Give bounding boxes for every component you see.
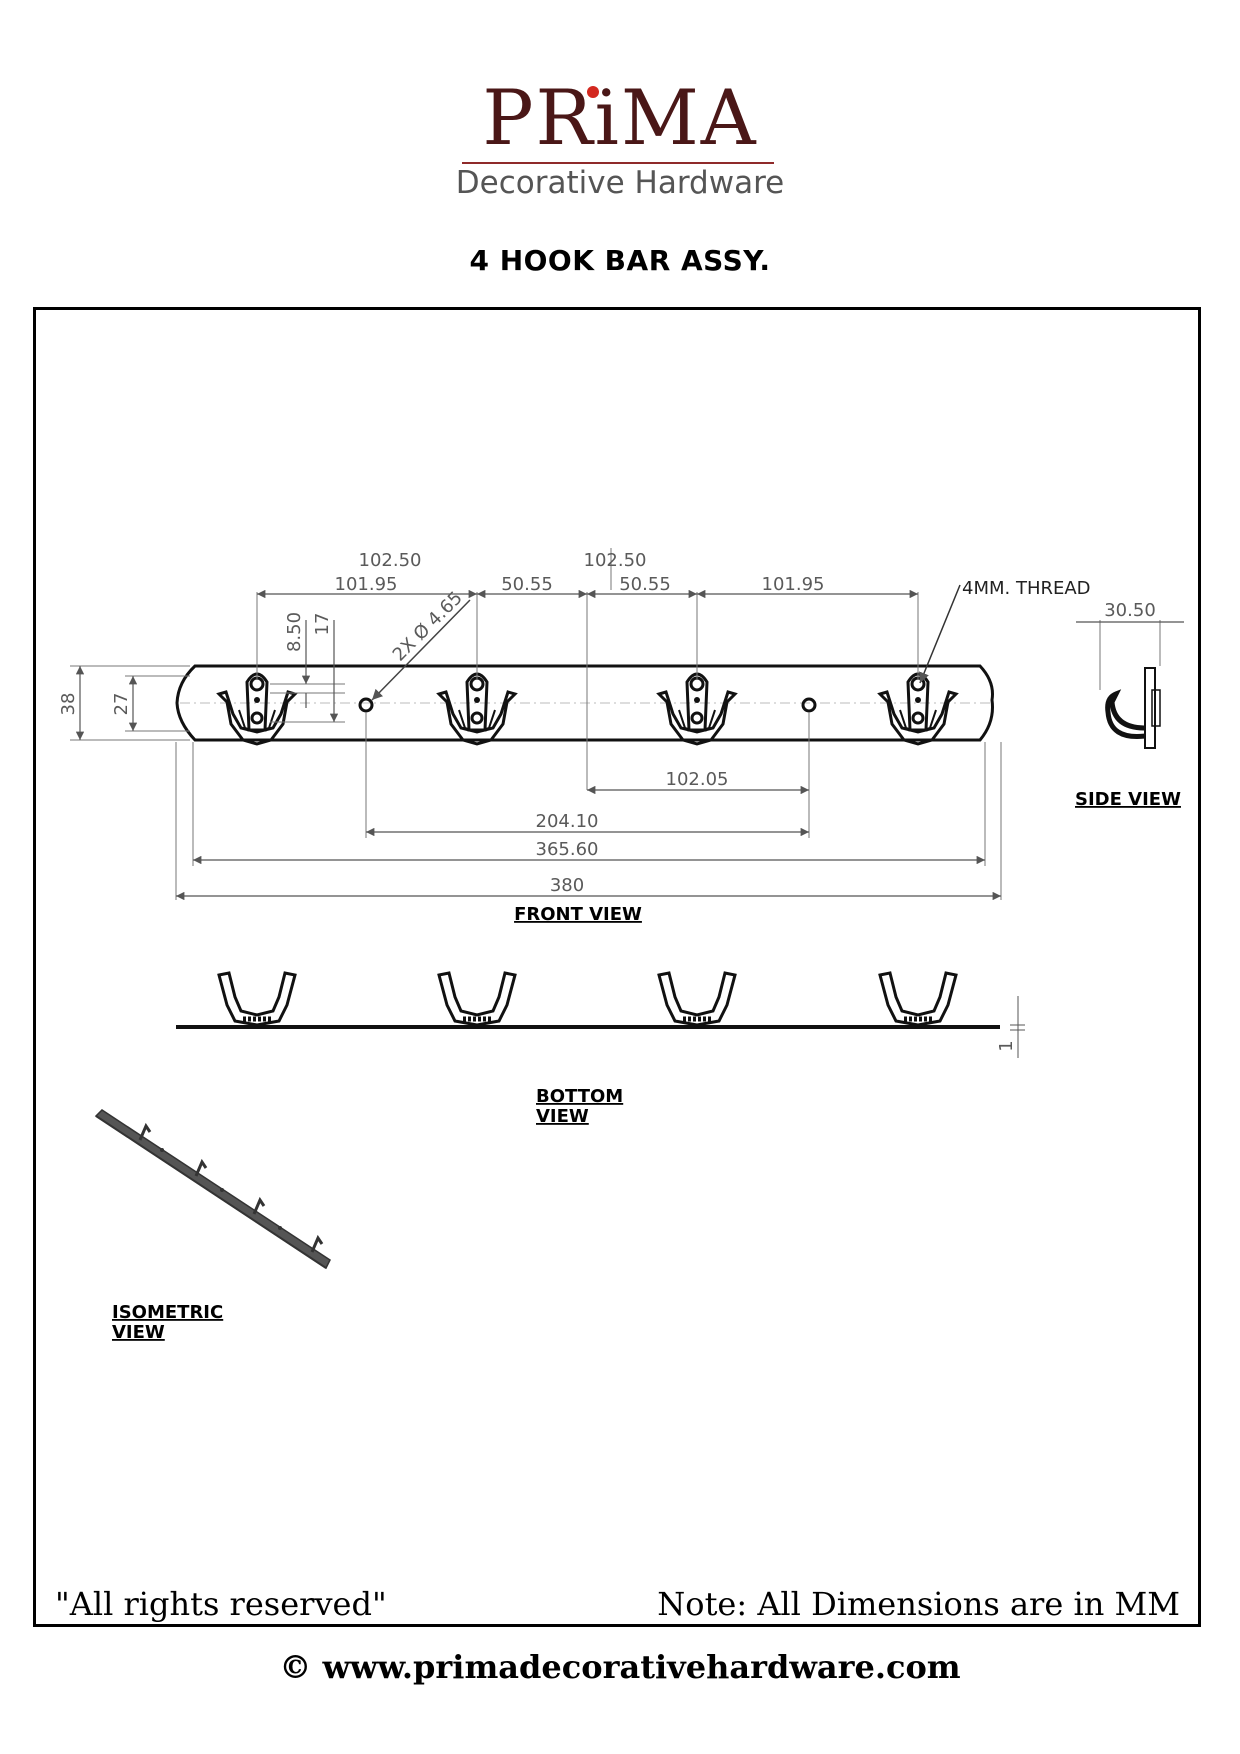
bottom-hook-1 bbox=[219, 973, 295, 1025]
thread-note: 4MM. THREAD bbox=[962, 578, 1091, 599]
hook-3 bbox=[657, 672, 737, 746]
bottom-hook-3 bbox=[659, 973, 735, 1025]
copyright-url: © www.primadecorativehardware.com bbox=[279, 1648, 961, 1686]
logo-divider bbox=[462, 162, 774, 164]
hook-2 bbox=[437, 672, 517, 746]
dim-8-50: 8.50 bbox=[284, 612, 305, 652]
isometric-view-label-2: VIEW bbox=[112, 1322, 165, 1343]
dim-38: 38 bbox=[58, 693, 79, 716]
hook-4 bbox=[878, 672, 958, 746]
logo-dot-icon bbox=[587, 86, 599, 98]
dim-365-60: 365.60 bbox=[536, 839, 599, 860]
side-view-drawing bbox=[1076, 620, 1184, 749]
drawing-frame bbox=[33, 307, 1201, 1627]
dim-side-depth: 30.50 bbox=[1104, 600, 1156, 621]
bottom-hook-2 bbox=[439, 973, 515, 1025]
dim-seg1: 101.95 bbox=[335, 574, 398, 595]
dim-seg3: 50.55 bbox=[619, 574, 671, 595]
dim-top-b: 102.50 bbox=[584, 550, 647, 571]
dim-380: 380 bbox=[550, 875, 584, 896]
units-note: Note: All Dimensions are in MM bbox=[657, 1585, 1180, 1623]
hole-callout: 2X Ø 4.65 bbox=[389, 587, 467, 665]
isometric-view-label-1: ISOMETRIC bbox=[112, 1302, 223, 1323]
mount-hole-left bbox=[358, 697, 374, 713]
bottom-view-label-2: VIEW bbox=[536, 1106, 589, 1127]
side-view-label: SIDE VIEW bbox=[1075, 789, 1181, 810]
bottom-view-label-1: BOTTOM bbox=[536, 1086, 623, 1107]
dim-bottom-thk: 1 bbox=[996, 1040, 1017, 1051]
brand-subtitle: Decorative Hardware bbox=[455, 165, 785, 201]
dim-27: 27 bbox=[111, 693, 132, 716]
bar-outline bbox=[175, 664, 994, 742]
mount-hole-right bbox=[801, 697, 817, 713]
brand-logo: PRiMA bbox=[482, 73, 758, 162]
dim-seg2: 50.55 bbox=[501, 574, 553, 595]
dim-102-05: 102.05 bbox=[666, 769, 729, 790]
dim-204-10: 204.10 bbox=[536, 811, 599, 832]
rights-note: "All rights reserved" bbox=[55, 1585, 387, 1623]
dim-top-a: 102.50 bbox=[359, 550, 422, 571]
bottom-hook-4 bbox=[880, 973, 956, 1025]
dim-17: 17 bbox=[312, 613, 333, 636]
front-view-label: FRONT VIEW bbox=[514, 904, 642, 925]
isometric-view-drawing bbox=[94, 1109, 331, 1270]
dim-seg4: 101.95 bbox=[762, 574, 825, 595]
document-title: 4 HOOK BAR ASSY. bbox=[469, 244, 771, 277]
